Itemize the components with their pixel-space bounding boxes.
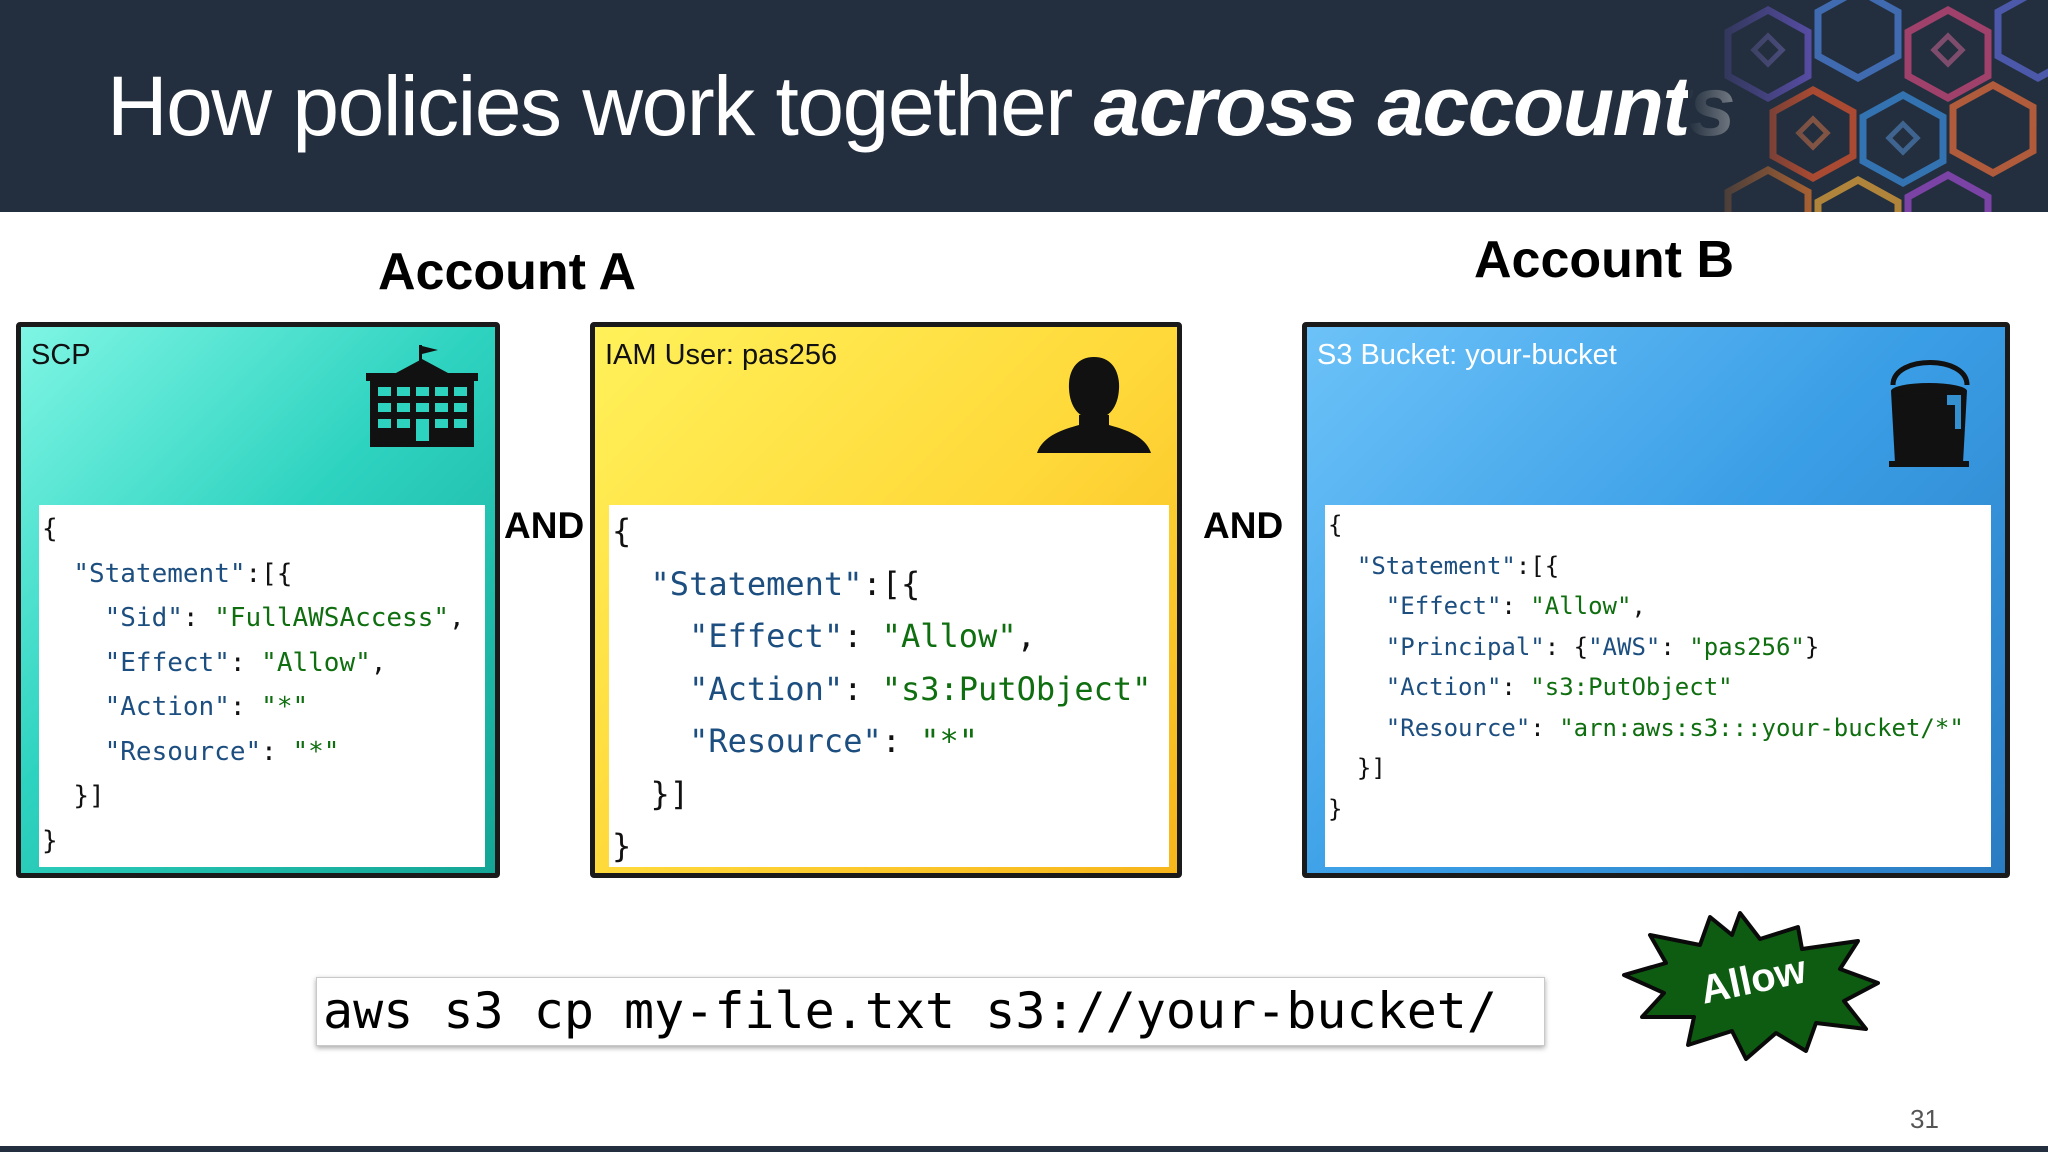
s3-bucket-policy-code: { "Statement":[{ "Effect": "Allow", "Pri… <box>1325 505 1991 867</box>
footer-rule <box>0 1146 2048 1152</box>
code-line: "Statement":[{ <box>650 564 921 603</box>
code-line: "Statement":[{ <box>73 558 293 589</box>
cli-command: aws s3 cp my-file.txt s3://your-bucket/ <box>316 977 1545 1046</box>
iam-policy-box: IAM User: pas256 { "Statement":[{ "Effec… <box>590 322 1182 878</box>
allow-burst-icon <box>1622 911 1880 1061</box>
user-icon <box>1037 357 1151 453</box>
code-line: { <box>612 512 632 550</box>
hexagon-pattern-icon <box>1688 0 2048 212</box>
code-line: "Effect": "Allow", <box>104 647 387 678</box>
slide-title-emphasis: across accounts <box>1093 59 1736 153</box>
code-line: "Statement":[{ <box>1356 551 1560 580</box>
code-line: "Resource": "*" <box>104 736 340 767</box>
iam-label: IAM User: pas256 <box>605 339 838 371</box>
code-line: "Principal": {"AWS": "pas256"} <box>1385 632 1820 661</box>
code-line: "Effect": "Allow", <box>1385 592 1646 620</box>
and-connector: AND <box>504 505 585 546</box>
code-line: } <box>42 825 58 856</box>
code-line: { <box>42 514 58 544</box>
code-line: } <box>1328 794 1343 823</box>
iam-policy-code: { "Statement":[{ "Effect": "Allow", "Act… <box>609 505 1169 867</box>
code-line: }] <box>1356 754 1386 782</box>
scp-policy-box: SCP { "Statement":[{ "Sid": "FullAWSAcce… <box>16 322 500 878</box>
building-icon <box>366 345 478 447</box>
scp-policy-code: { "Statement":[{ "Sid": "FullAWSAccess",… <box>39 505 485 867</box>
code-line: "Effect": "Allow", <box>689 617 1036 655</box>
and-connector: AND <box>1203 505 1284 546</box>
s3-label: S3 Bucket: your-bucket <box>1317 339 1617 371</box>
code-line: }] <box>73 781 105 811</box>
code-line: "Action": "s3:PutObject" <box>689 669 1152 708</box>
code-line: "Action": "s3:PutObject" <box>1385 673 1733 701</box>
code-line: "Resource": "*" <box>689 722 979 760</box>
scp-label: SCP <box>31 339 91 371</box>
page-number: 31 <box>1910 1104 1939 1134</box>
code-line: } <box>612 827 632 865</box>
code-line: "Resource": "arn:aws:s3:::your-bucket/*" <box>1385 713 1964 742</box>
slide-title-plain: How policies work together <box>107 59 1094 153</box>
bucket-icon <box>1889 360 1970 467</box>
account-b-label: Account B <box>1474 231 1734 289</box>
code-line: "Sid": "FullAWSAccess", <box>104 603 465 633</box>
slide-title: How policies work together across accoun… <box>107 58 1736 155</box>
slide-header: How policies work together across accoun… <box>0 0 2048 212</box>
code-line: "Action": "*" <box>104 692 309 722</box>
code-line: }] <box>650 774 690 813</box>
s3-policy-box: S3 Bucket: your-bucket { "Statement":[{ … <box>1302 322 2010 878</box>
code-line: { <box>1328 511 1343 539</box>
account-a-label: Account A <box>378 243 637 301</box>
